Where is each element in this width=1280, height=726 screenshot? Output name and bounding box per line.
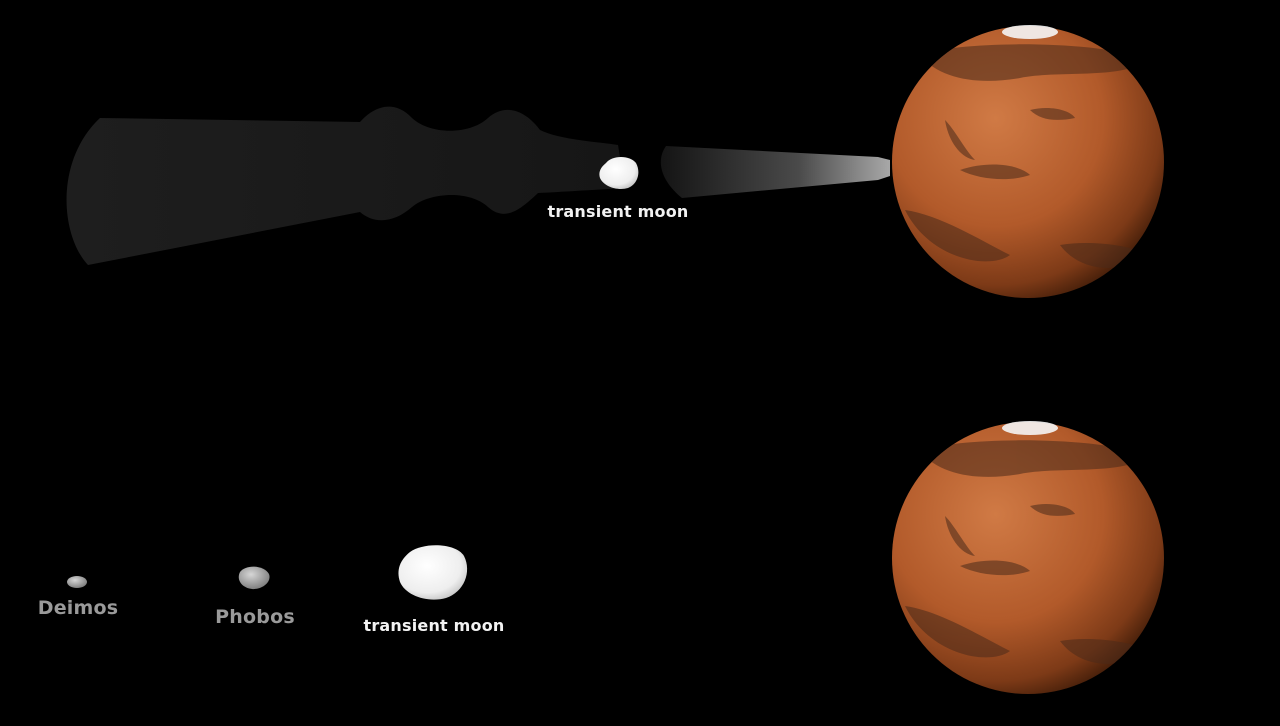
top-panel	[66, 25, 1164, 298]
bottom-panel	[67, 421, 1164, 694]
deimos-label: Deimos	[37, 597, 119, 619]
transient-moon-top	[599, 157, 639, 189]
light-beam	[660, 146, 890, 198]
transient-moon-bottom	[398, 545, 468, 600]
polar-cap-top	[1002, 25, 1058, 39]
shadow-cone	[66, 106, 625, 265]
transient-moon-top-label: transient moon	[547, 202, 689, 221]
mars-top	[892, 25, 1164, 298]
deimos-moon	[67, 576, 87, 588]
phobos-moon	[238, 566, 270, 590]
phobos-label: Phobos	[215, 606, 295, 628]
polar-cap-bottom	[1002, 421, 1058, 435]
mars-bottom	[892, 421, 1164, 694]
transient-moon-bottom-label: transient moon	[363, 616, 505, 635]
